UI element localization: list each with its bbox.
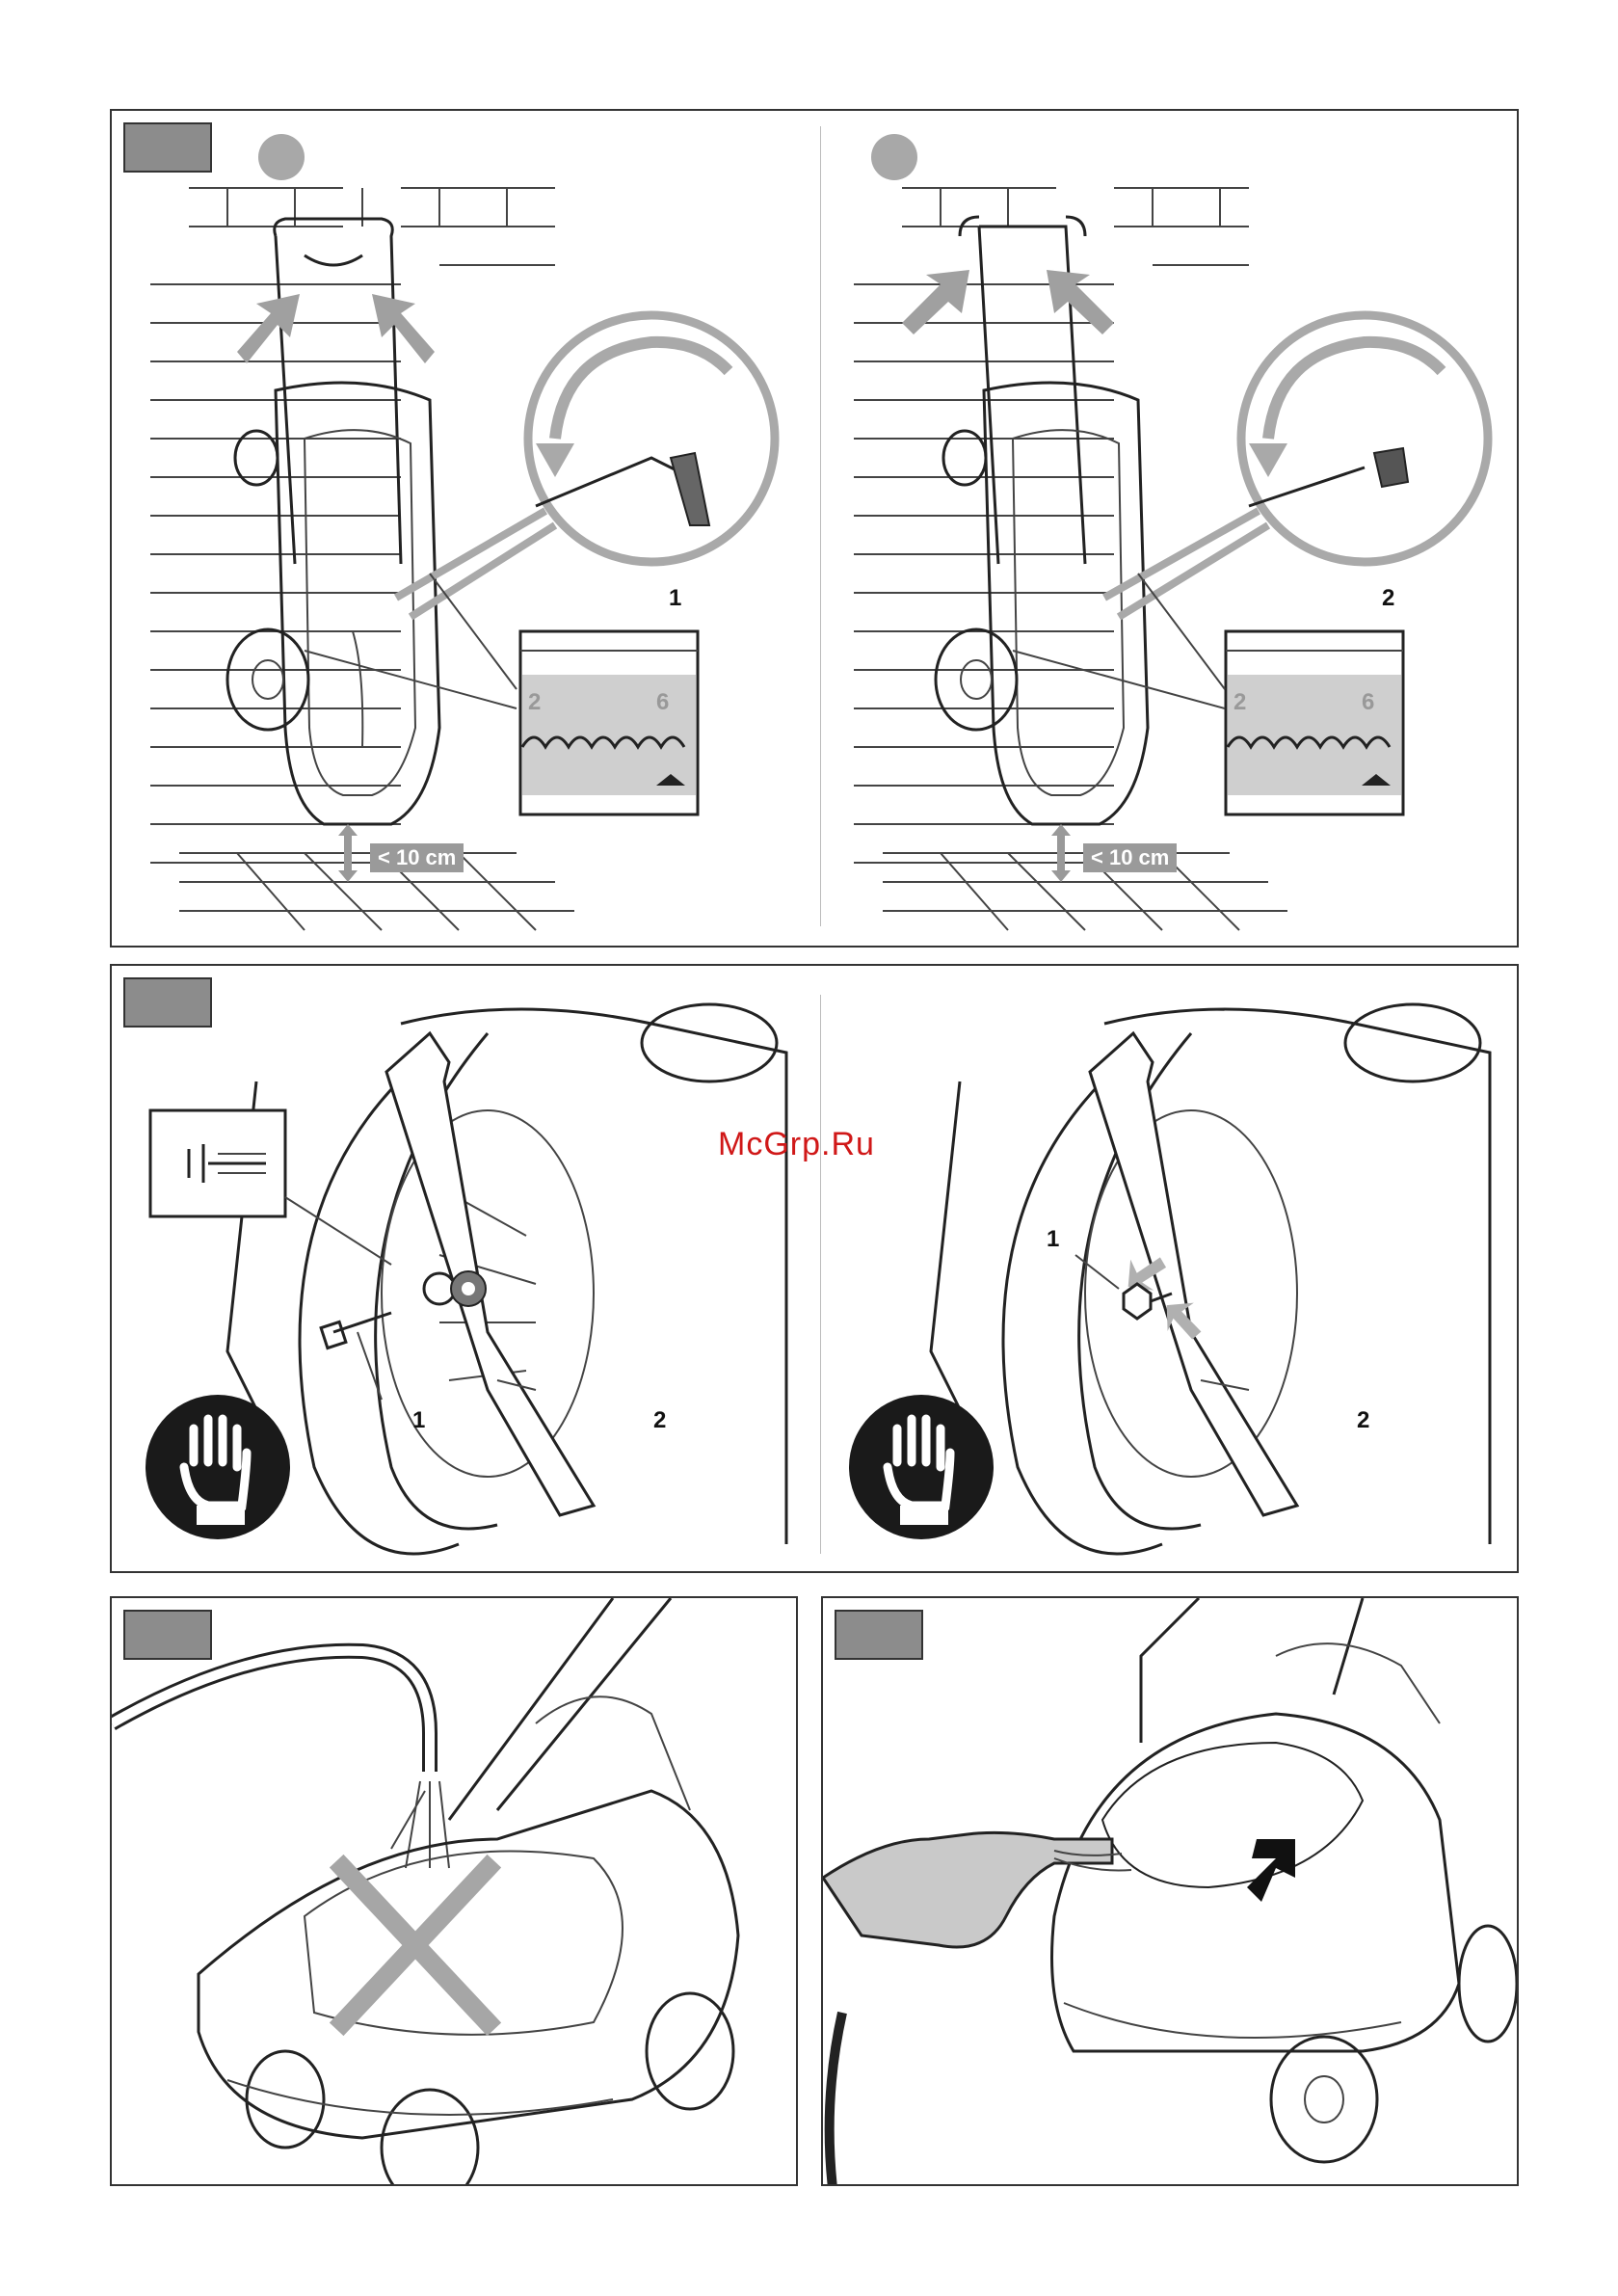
no-water-illustration: [112, 1598, 798, 2186]
callout-2: 2: [1382, 585, 1394, 612]
air-clean-illustration: [823, 1598, 1519, 2186]
mower-right-view: [1052, 1598, 1518, 2162]
callout-1: 1: [669, 585, 681, 612]
glove-icon: [849, 1395, 994, 1539]
mower-deck-left: [227, 1004, 786, 1554]
distance-label: < 10 cm: [1083, 843, 1177, 872]
blade-part-2: [1090, 1033, 1297, 1515]
scale-high: 6: [656, 689, 669, 716]
blade-illustration: [112, 966, 1519, 1573]
bolt-part-1: [1124, 1284, 1151, 1319]
step-marker-b: [871, 134, 917, 180]
arrow-icon: [902, 270, 969, 334]
scale-low: 2: [1233, 689, 1246, 716]
figure-panel-storage: 1 2 < 10 cm < 10 cm 2 6 2 6: [110, 109, 1519, 948]
crossed-out-icon: [343, 1868, 488, 2022]
callout-blade: 2: [653, 1407, 666, 1434]
glove-icon: [146, 1395, 290, 1539]
step-marker-a: [258, 134, 305, 180]
mower-deck-right: [931, 1004, 1490, 1554]
wing-knob-2: [1374, 448, 1408, 487]
figure-panel-no-water: [110, 1596, 798, 2186]
height-scale-right: [1226, 631, 1403, 814]
callout-bolt: 1: [412, 1407, 425, 1434]
detail-magnifier-right: [1241, 315, 1488, 562]
blade-part-2: [386, 1033, 594, 1515]
scale-low: 2: [528, 689, 541, 716]
callout-blade: 2: [1357, 1407, 1369, 1434]
mower-upright-right: [936, 217, 1148, 824]
mower-upright-left: [227, 219, 439, 824]
figure-panel-blade: 1 2 1 2: [110, 964, 1519, 1573]
height-scale-left: [520, 631, 698, 814]
rotation-arrow: [555, 342, 729, 439]
arrow-icon: [1047, 270, 1114, 334]
figure-panel-air-clean: [821, 1596, 1519, 2186]
arrow-icon: [372, 294, 435, 363]
brick-wall-left: [150, 188, 555, 863]
callout-bolt: 1: [1047, 1226, 1059, 1253]
water-hose-icon: [112, 1651, 430, 1772]
storage-illustration: [112, 111, 1519, 948]
clamp-lever-1: [671, 453, 709, 525]
arrow-icon: [237, 294, 300, 363]
scale-high: 6: [1362, 689, 1374, 716]
detail-magnifier-left: [528, 315, 775, 562]
distance-label: < 10 cm: [370, 843, 464, 872]
watermark-text: McGrp.Ru: [718, 1126, 875, 1163]
air-gun-icon: [823, 1832, 1131, 2186]
